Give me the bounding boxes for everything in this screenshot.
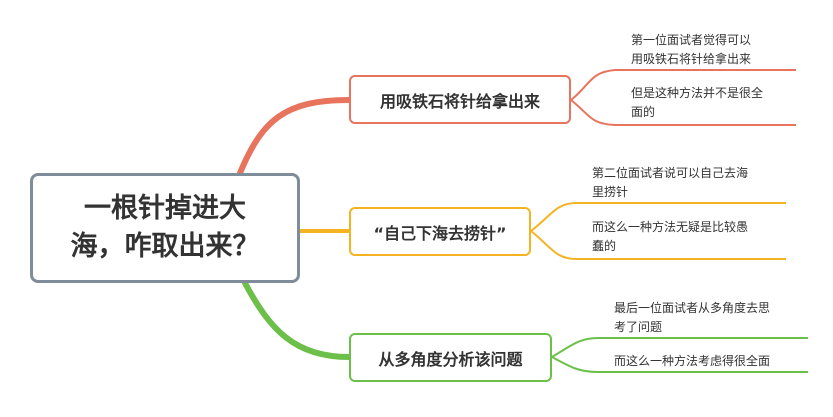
branch-topic-label: 用吸铁石将针给拿出来 (379, 91, 540, 111)
connector-branch-1-leaf-2 (570, 99, 796, 126)
subtopic-line: 而这么一种方法考虑得很全面 (614, 354, 771, 368)
subtopic-line: 但是这种方法并不是很全 (631, 86, 764, 100)
branch-topic-dive[interactable]: “自己下海去捞针” (349, 207, 531, 256)
connector-central-branch-3 (242, 280, 352, 360)
connector-branch-2-leaf-2 (530, 230, 786, 260)
subtopic-first-interviewee[interactable]: 第一位面试者觉得可以 用吸铁石将针给拿出来 (631, 31, 751, 69)
connector-branch-2-leaf-1 (530, 202, 786, 232)
connector-branch-3-leaf-1 (551, 337, 808, 358)
branch-topic-magnet[interactable]: 用吸铁石将针给拿出来 (349, 75, 571, 124)
subtopic-line: 里捞针 (592, 185, 629, 199)
subtopic-dive-drawback[interactable]: 而这么一种方法无疑是比较愚 蠢的 (592, 218, 748, 256)
branch-topic-multi-angle[interactable]: 从多角度分析该问题 (349, 333, 552, 382)
connector-branch-1-leaf-1 (570, 69, 796, 101)
subtopic-line: 蠢的 (592, 239, 617, 253)
subtopic-second-interviewee[interactable]: 第二位面试者说可以自己去海 里捞针 (592, 164, 748, 202)
subtopic-last-interviewee[interactable]: 最后一位面试者从多角度去思 考了问题 (614, 299, 770, 337)
branch-topic-label: 从多角度分析该问题 (378, 349, 523, 369)
branch-topic-label: “自己下海去捞针” (373, 223, 507, 243)
subtopic-line: 而这么一种方法无疑是比较愚 (592, 220, 749, 234)
subtopic-line: 第二位面试者说可以自己去海 (592, 166, 749, 180)
subtopic-line: 面的 (631, 105, 656, 119)
subtopic-line: 第一位面试者觉得可以 (631, 33, 752, 47)
subtopic-line: 考了问题 (614, 320, 663, 334)
subtopic-magnet-drawback[interactable]: 但是这种方法并不是很全 面的 (631, 84, 763, 122)
central-topic-line-1: 一根针掉进大 (84, 193, 246, 224)
connector-central-branch-1 (237, 97, 352, 176)
subtopic-line: 用吸铁石将针给拿出来 (631, 52, 752, 66)
subtopic-comprehensive[interactable]: 而这么一种方法考虑得很全面 (614, 352, 770, 371)
central-topic[interactable]: 一根针掉进大 海，咋取出来？ (30, 173, 300, 283)
connector-branch-3-leaf-2 (551, 356, 808, 373)
central-topic-line-2: 海，咋取出来？ (70, 231, 260, 262)
subtopic-line: 最后一位面试者从多角度去思 (614, 301, 771, 315)
